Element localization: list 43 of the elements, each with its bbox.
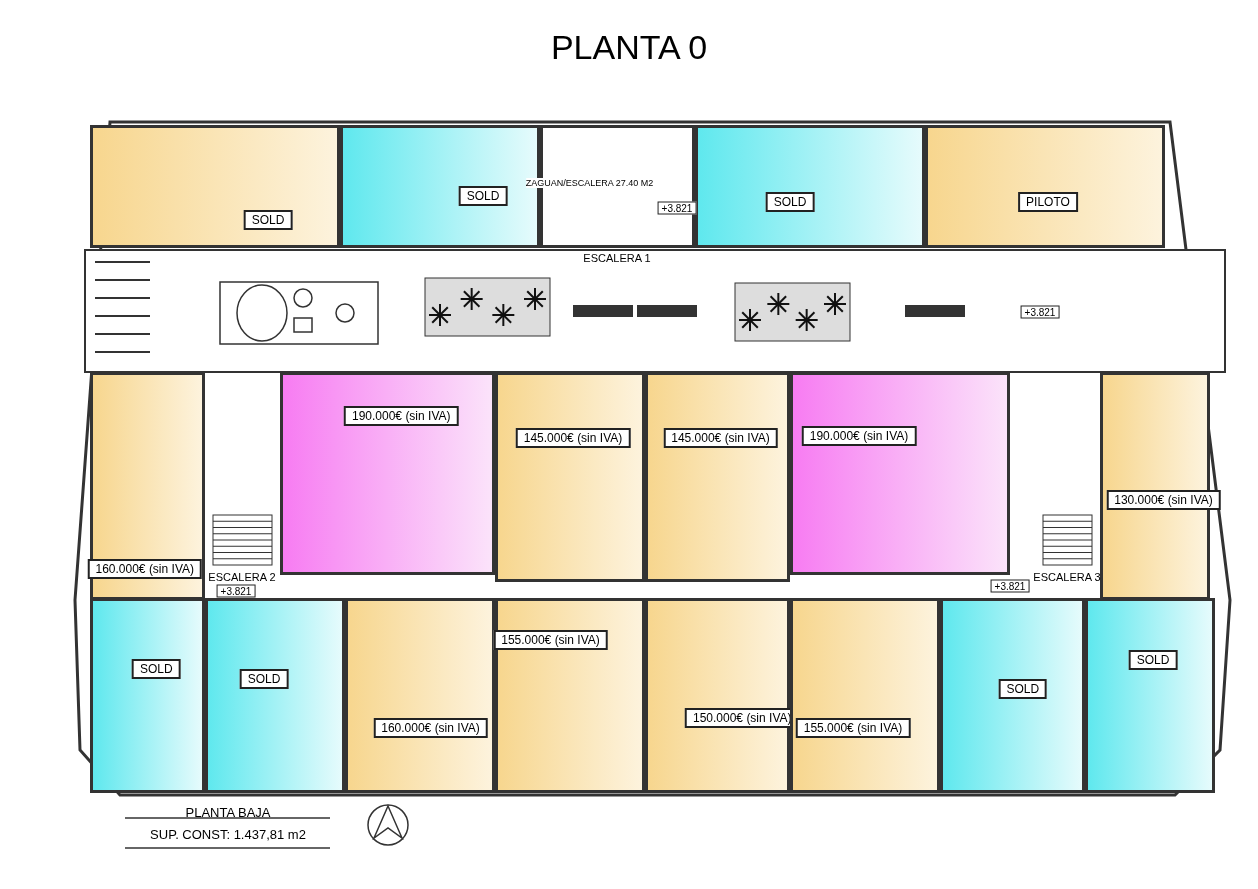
price-label: 155.000€ (sin IVA)	[493, 630, 608, 650]
status-label: SOLD	[998, 678, 1048, 699]
price-label: 190.000€ (sin IVA)	[344, 405, 459, 426]
apartment-unit	[790, 598, 940, 793]
apartment-unit	[345, 598, 495, 793]
apartment-unit	[90, 372, 205, 600]
apartment-unit	[495, 598, 645, 793]
apartment-unit	[940, 598, 1085, 793]
apartment-unit	[790, 372, 1010, 575]
apartment-unit	[1085, 598, 1215, 793]
level-mark: +3.821	[657, 201, 697, 215]
apartment-unit	[90, 598, 205, 793]
area-label: ZAGUAN/ESCALERA 27.40 M2	[525, 178, 654, 189]
price-label: 145.000€ (sin IVA)	[515, 428, 631, 448]
apartment-unit	[925, 125, 1165, 248]
status-label: PILOTO	[1018, 191, 1078, 212]
apartment-unit	[90, 125, 340, 248]
price-label: 155.000€ (sin IVA)	[795, 717, 911, 738]
stair-label: ESCALERA 2	[208, 571, 276, 583]
level-mark: +3.821	[1020, 305, 1060, 319]
apartment-unit	[495, 372, 645, 582]
price-label: 190.000€ (sin IVA)	[801, 425, 917, 446]
status-label: SOLD	[243, 210, 293, 231]
plan-title: PLANTA 0	[549, 28, 709, 67]
status-label: SOLD	[765, 191, 815, 212]
apartment-unit	[695, 125, 925, 248]
level-mark: +3.821	[990, 579, 1030, 593]
level-mark: +3.821	[216, 584, 256, 598]
plan-name: PLANTA BAJA	[185, 804, 271, 820]
apartment-unit	[280, 372, 495, 575]
price-label: 160.000€ (sin IVA)	[373, 717, 488, 738]
stair-label: ESCALERA 3	[1033, 571, 1101, 583]
apartment-unit	[645, 598, 790, 793]
apartment-unit	[645, 372, 790, 582]
area-note: SUP. CONST: 1.437,81 m2	[150, 826, 306, 842]
status-label: SOLD	[458, 185, 508, 206]
status-label: SOLD	[239, 669, 289, 689]
price-label: 160.000€ (sin IVA)	[87, 558, 202, 579]
price-label: 145.000€ (sin IVA)	[663, 428, 778, 448]
apartment-unit	[205, 598, 345, 793]
status-label: SOLD	[131, 659, 181, 680]
status-label: SOLD	[1128, 649, 1178, 670]
price-label: 130.000€ (sin IVA)	[1106, 490, 1221, 511]
